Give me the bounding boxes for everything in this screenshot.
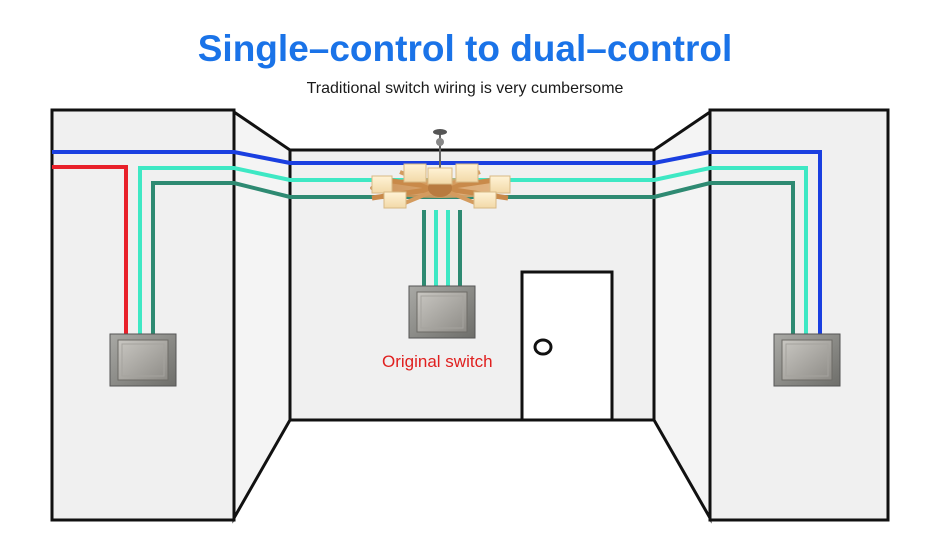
chandelier-icon bbox=[370, 129, 511, 209]
red-wire bbox=[52, 165, 128, 336]
blue-wire bbox=[52, 150, 822, 336]
door bbox=[520, 270, 614, 422]
room-walls bbox=[50, 108, 890, 524]
left-switch bbox=[109, 333, 177, 387]
right-wall bbox=[708, 108, 890, 522]
page-title: Single–control to dual–control bbox=[197, 28, 733, 69]
original-switch bbox=[408, 285, 476, 339]
right-switch bbox=[773, 333, 841, 387]
teal-wire bbox=[151, 181, 795, 336]
original-switch-label: Original switch bbox=[382, 352, 493, 371]
left-wall bbox=[50, 108, 236, 522]
wiring bbox=[52, 150, 822, 336]
page-subtitle: Traditional switch wiring is very cumber… bbox=[306, 80, 624, 97]
door-knob bbox=[533, 338, 553, 356]
